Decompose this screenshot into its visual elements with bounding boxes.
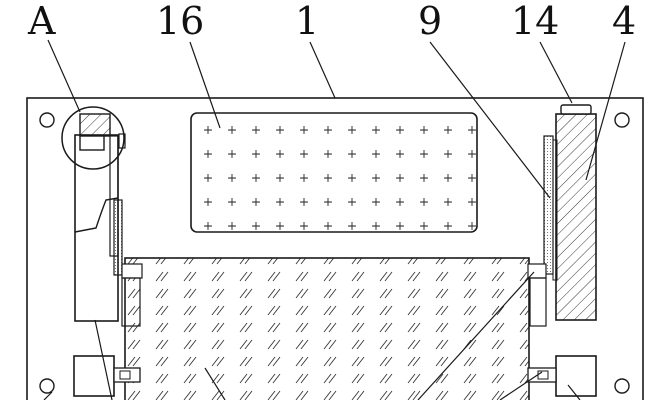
leader-lower-4 — [499, 371, 543, 400]
leader-1 — [309, 41, 336, 99]
right-hatched-column — [555, 113, 597, 321]
mounting-hole-top-right — [614, 112, 630, 128]
right-assembly — [527, 104, 597, 327]
leader-lower-6 — [43, 391, 53, 400]
mounting-hole-top-left — [39, 112, 55, 128]
bottom-left-connector — [73, 355, 141, 397]
callout-14: 14 — [511, 0, 559, 43]
bottom-right-connector — [527, 355, 597, 397]
leader-lower-1 — [94, 319, 113, 400]
left-lower-rail — [121, 277, 141, 327]
left-dotted-strip — [113, 199, 123, 276]
left-small-block — [79, 135, 105, 151]
plus-pattern-panel — [190, 112, 478, 233]
detail-circle-a — [61, 106, 125, 170]
leader-lower-5 — [567, 384, 581, 400]
right-rail — [552, 139, 558, 281]
callout-a: A — [27, 0, 56, 43]
left-assembly — [61, 106, 143, 327]
mounting-hole-bottom-left — [39, 378, 55, 394]
callout-16: 16 — [156, 0, 204, 43]
callout-1: 1 — [295, 0, 319, 43]
left-lower-block — [121, 263, 143, 279]
right-cap — [560, 104, 592, 115]
slash-pattern-tray — [124, 257, 530, 400]
left-hatched-block — [79, 113, 111, 137]
callout-9: 9 — [418, 0, 442, 43]
leader-14 — [539, 41, 573, 104]
leader-lower-2 — [204, 367, 226, 400]
leader-4 — [585, 41, 626, 181]
leader-lower-3 — [417, 271, 535, 400]
leader-9 — [429, 41, 551, 199]
left-column-profile — [74, 197, 119, 233]
leader-16 — [189, 41, 221, 129]
callout-4: 4 — [612, 0, 636, 43]
right-dotted-strip — [543, 135, 554, 275]
mounting-hole-bottom-right — [614, 378, 630, 394]
right-lower-rail — [529, 277, 547, 327]
leader-a — [47, 39, 81, 113]
leader-lines — [43, 39, 626, 400]
